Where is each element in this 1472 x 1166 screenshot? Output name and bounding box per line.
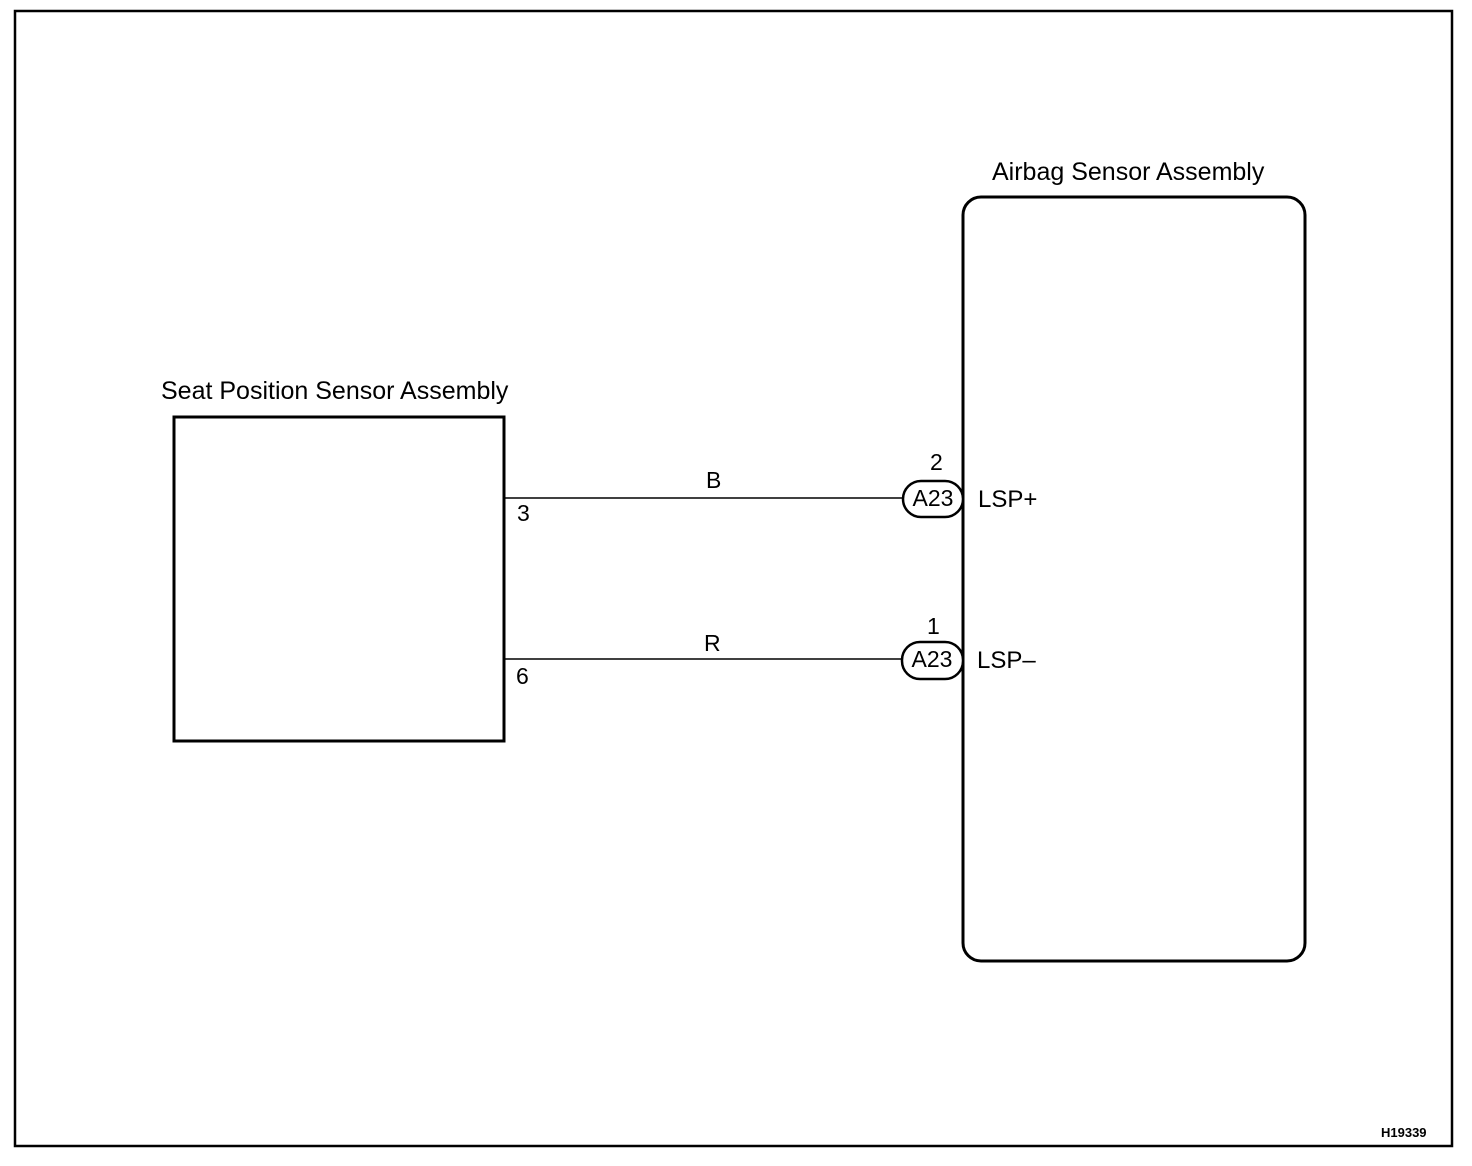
airbag-sensor-box bbox=[961, 195, 1307, 963]
terminal-label-lsp-minus: LSP– bbox=[977, 647, 1036, 674]
connector-pin-label: 1 bbox=[927, 613, 940, 639]
connector-label: A23 bbox=[913, 485, 954, 511]
terminal-label-lsp-plus: LSP+ bbox=[978, 486, 1037, 513]
connector-label: A23 bbox=[912, 646, 953, 672]
wire-lsp-minus: 6 R 1 A23 LSP– bbox=[504, 613, 1036, 689]
source-pin-label: 3 bbox=[517, 500, 530, 526]
source-pin-label: 6 bbox=[516, 663, 529, 689]
wire-lsp-plus: 3 B 2 A23 LSP+ bbox=[504, 449, 1037, 526]
connector-pin-label: 2 bbox=[930, 449, 943, 475]
seat-position-sensor-assembly: Seat Position Sensor Assembly bbox=[161, 377, 509, 743]
wire-color-label: B bbox=[706, 467, 721, 493]
wire-color-label: R bbox=[704, 630, 721, 656]
airbag-sensor-assembly: Airbag Sensor Assembly bbox=[961, 158, 1307, 963]
seat-position-sensor-box bbox=[172, 415, 506, 743]
airbag-sensor-title: Airbag Sensor Assembly bbox=[992, 158, 1265, 186]
diagram-frame bbox=[13, 9, 1454, 1148]
connector-a23-upper bbox=[901, 479, 965, 519]
seat-position-sensor-title: Seat Position Sensor Assembly bbox=[161, 377, 509, 405]
figure-code: H19339 bbox=[1381, 1125, 1427, 1140]
connector-a23-lower bbox=[900, 640, 965, 681]
